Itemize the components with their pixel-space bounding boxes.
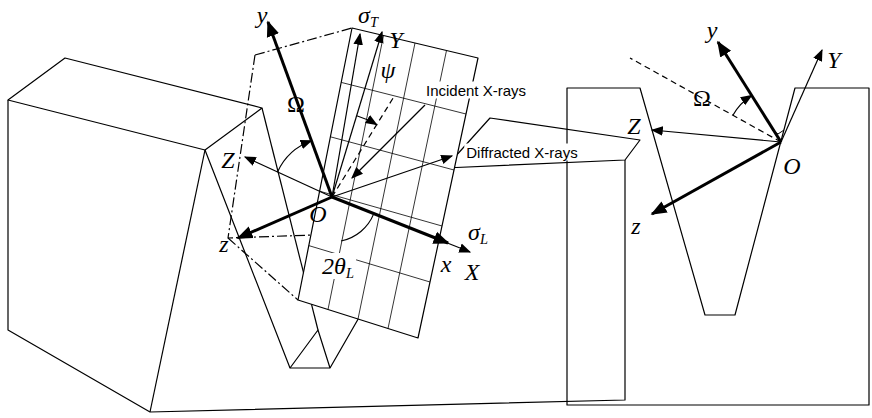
- stress-label: σT: [356, 2, 380, 28]
- angle-label: Ω: [285, 91, 307, 117]
- axis-label: z: [629, 213, 642, 239]
- angle-label: 2θL: [320, 253, 356, 279]
- axis-label: Y: [387, 27, 404, 53]
- origin-label: O: [307, 201, 328, 227]
- ray-label: Diffracted X-rays: [464, 144, 579, 161]
- angle-label: Ω: [691, 85, 713, 111]
- axis-label: X: [463, 259, 482, 285]
- stress-label: σL: [466, 219, 490, 245]
- origin-label: O: [781, 153, 802, 179]
- axis-label: z: [217, 231, 230, 257]
- axis-label: y: [705, 17, 720, 43]
- ray-label: Incident X-rays: [424, 82, 528, 99]
- angle-label: ψ: [379, 57, 398, 83]
- axis-label: Z: [219, 147, 236, 173]
- axis-label: y: [255, 2, 270, 28]
- axis-label: Z: [625, 113, 642, 139]
- axis-label: x: [439, 251, 454, 277]
- axis-label: Y: [825, 47, 842, 73]
